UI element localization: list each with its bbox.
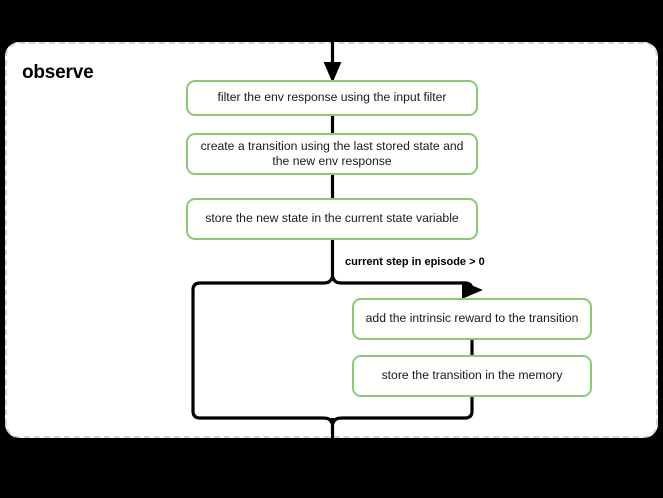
edge-label-condition: current step in episode > 0 [345, 256, 485, 268]
node-add-intrinsic-reward[interactable]: add the intrinsic reward to the transiti… [352, 298, 592, 340]
group-title: observe [22, 62, 94, 83]
node-filter[interactable]: filter the env response using the input … [186, 80, 478, 116]
edge-branch-to-intrinsic [331, 276, 481, 301]
node-store-new-state[interactable]: store the new state in the current state… [186, 198, 478, 240]
node-store-transition-memory[interactable]: store the transition in the memory [352, 355, 592, 397]
edge-store-memory-to-merge [331, 397, 474, 425]
node-create-transition[interactable]: create a transition using the last store… [186, 133, 478, 175]
edge-branch-bypass-left [191, 276, 334, 425]
